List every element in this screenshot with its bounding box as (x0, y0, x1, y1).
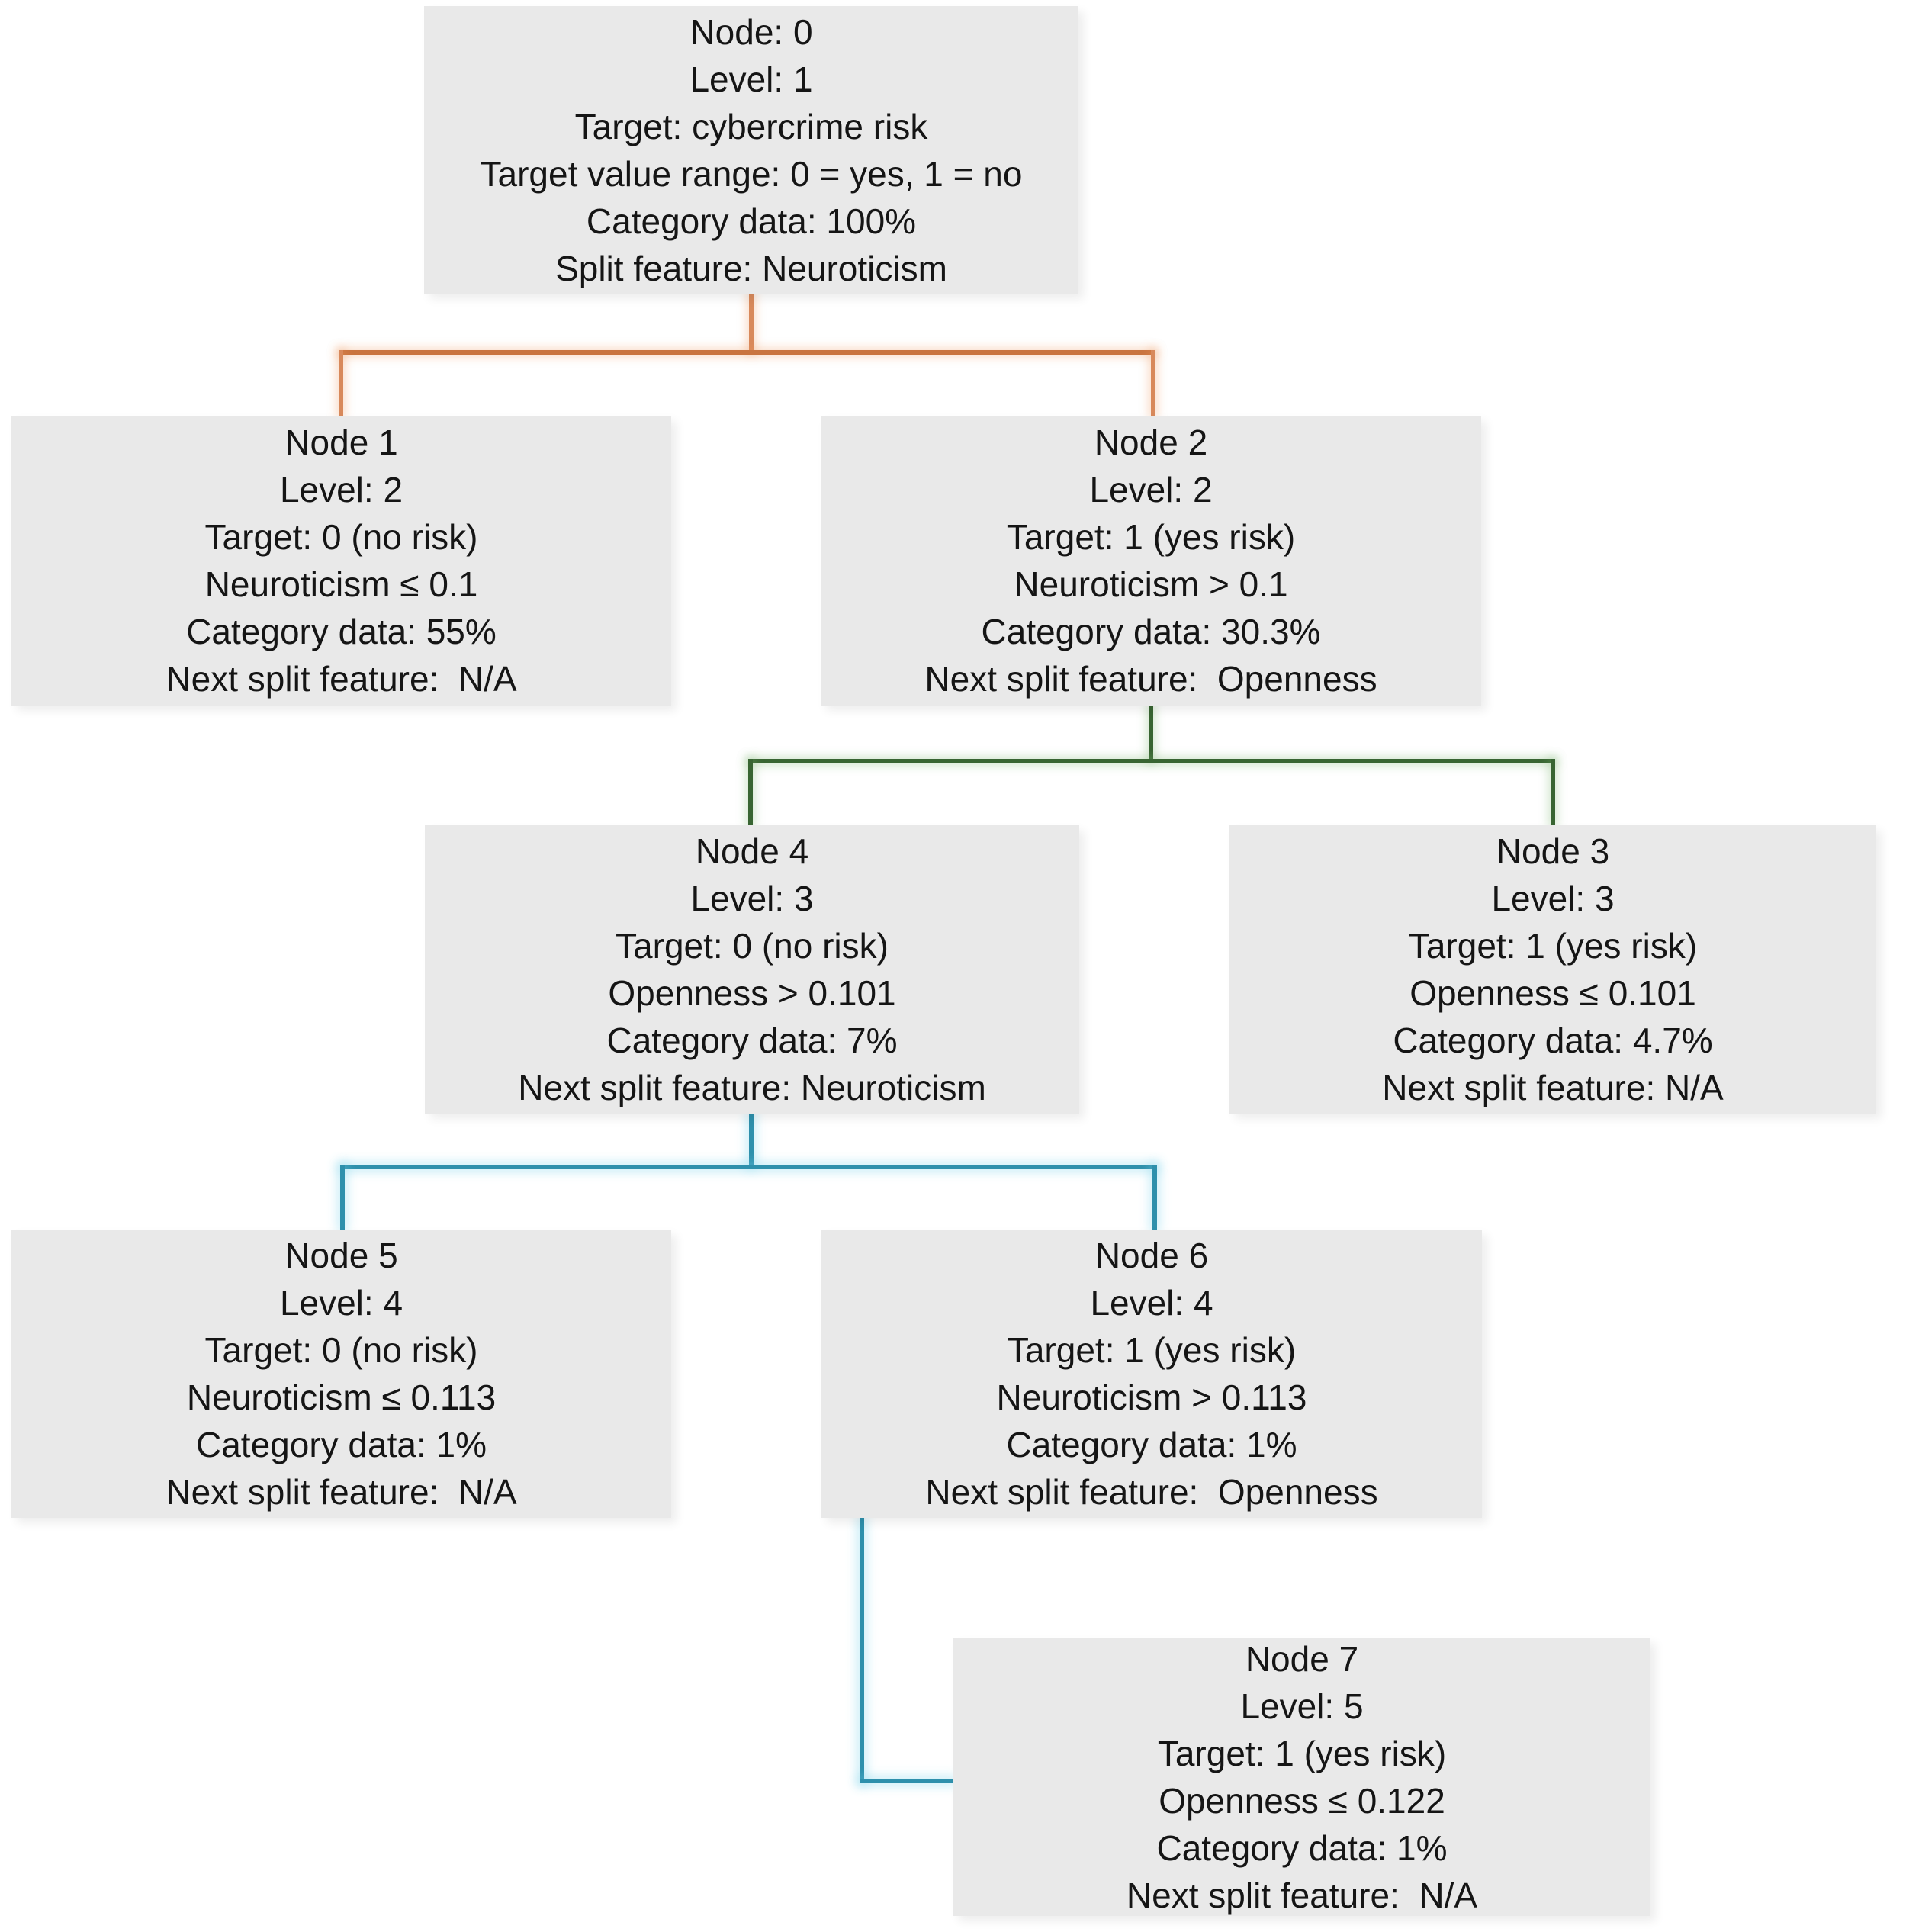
connector-node4-stem (749, 1114, 754, 1167)
connector-node0-crossbar (339, 350, 1155, 355)
node-line: Level: 3 (1491, 879, 1615, 918)
node-line: Node 5 (284, 1236, 398, 1275)
node-line: Target: 0 (no risk) (616, 926, 889, 966)
node-line: Category data: 100% (586, 201, 917, 241)
connector-node2-to-node4 (748, 759, 753, 825)
node-line: Category data: 1% (195, 1425, 487, 1464)
node-line: Node 7 (1245, 1638, 1359, 1679)
tree-node-6: Node 6 Level: 4 Target: 1 (yes risk) Neu… (821, 1230, 1482, 1518)
node-line: Next split feature: N/A (1126, 1875, 1478, 1915)
node-line: Target value range: 0 = yes, 1 = no (480, 153, 1023, 194)
node-line: Target: 1 (yes risk) (1006, 517, 1296, 557)
node-line: Target: 1 (yes risk) (1007, 1330, 1297, 1370)
connector-node0-to-node2 (1151, 350, 1155, 416)
node-line: Category data: 7% (606, 1021, 898, 1060)
node-line: Category data: 1% (1156, 1828, 1448, 1868)
node-line: Level: 2 (1089, 470, 1213, 510)
node-line: Level: 5 (1240, 1686, 1364, 1726)
node-line: Split feature: Neuroticism (555, 248, 947, 288)
node-line: Category data: 30.3% (981, 612, 1321, 651)
node-line: Next split feature: Openness (925, 1472, 1378, 1512)
node-line: Openness ≤ 0.122 (1159, 1780, 1445, 1821)
node-line: Neuroticism ≤ 0.1 (204, 564, 478, 604)
node-line: Target: 0 (no risk) (204, 517, 478, 557)
connector-node4-to-node5 (340, 1165, 345, 1230)
node-line: Next split feature: N/A (166, 1472, 517, 1512)
connector-node4-crossbar (340, 1165, 1157, 1169)
node-line: Neuroticism > 0.1 (1014, 564, 1288, 604)
node-line: Level: 3 (690, 879, 814, 918)
tree-node-1: Node 1 Level: 2 Target: 0 (no risk) Neur… (11, 416, 671, 706)
node-line: Openness > 0.101 (608, 973, 896, 1013)
node-line: Node: 0 (689, 11, 813, 52)
connector-node4-to-node6 (1152, 1165, 1157, 1230)
node-line: Level: 2 (279, 470, 403, 510)
node-line: Node 2 (1094, 423, 1208, 462)
node-line: Target: 0 (no risk) (204, 1330, 478, 1370)
node-line: Target: 1 (yes risk) (1408, 926, 1698, 966)
connector-node2-stem (1149, 706, 1153, 761)
connector-node0-to-node1 (339, 350, 343, 416)
node-line: Next split feature: N/A (1382, 1068, 1724, 1107)
node-line: Category data: 55% (186, 612, 497, 651)
node-line: Neuroticism ≤ 0.113 (186, 1377, 497, 1417)
connector-node6-stem (860, 1518, 864, 1783)
connector-node2-crossbar (748, 759, 1555, 763)
tree-node-2: Node 2 Level: 2 Target: 1 (yes risk) Neu… (821, 416, 1481, 706)
node-line: Level: 1 (689, 59, 813, 99)
connector-node0-stem (749, 294, 754, 352)
tree-node-5: Node 5 Level: 4 Target: 0 (no risk) Neur… (11, 1230, 671, 1518)
node-line: Next split feature: N/A (166, 659, 517, 699)
node-line: Node 3 (1496, 831, 1610, 871)
tree-node-4: Node 4 Level: 3 Target: 0 (no risk) Open… (425, 825, 1079, 1114)
node-line: Node 4 (695, 831, 809, 871)
connector-node2-to-node3 (1551, 759, 1555, 825)
node-line: Level: 4 (1090, 1283, 1213, 1323)
node-line: Openness ≤ 0.101 (1409, 973, 1696, 1013)
node-line: Node 6 (1094, 1236, 1209, 1275)
node-line: Next split feature: Neuroticism (518, 1068, 986, 1107)
tree-node-0: Node: 0 Level: 1 Target: cybercrime risk… (424, 6, 1078, 294)
connector-node6-to-node7 (860, 1779, 955, 1783)
node-line: Target: 1 (yes risk) (1157, 1733, 1447, 1773)
node-line: Target: cybercrime risk (574, 106, 928, 146)
node-line: Next split feature: Openness (924, 659, 1377, 699)
node-line: Node 1 (284, 423, 398, 462)
tree-node-7: Node 7 Level: 5 Target: 1 (yes risk) Ope… (953, 1638, 1650, 1916)
node-line: Category data: 1% (1006, 1425, 1297, 1464)
tree-node-3: Node 3 Level: 3 Target: 1 (yes risk) Ope… (1229, 825, 1876, 1114)
node-line: Category data: 4.7% (1393, 1021, 1713, 1060)
node-line: Level: 4 (279, 1283, 403, 1323)
node-line: Neuroticism > 0.113 (996, 1377, 1307, 1417)
